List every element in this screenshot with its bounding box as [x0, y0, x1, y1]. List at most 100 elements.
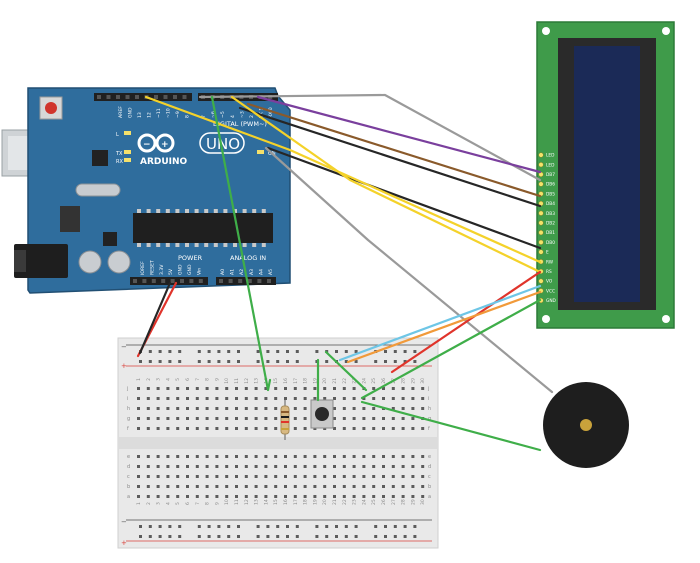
wire-black-db5[interactable] — [238, 106, 542, 208]
terminal-hole — [205, 465, 209, 468]
lcd-pin — [538, 230, 544, 236]
wire-yellow-e[interactable] — [144, 95, 542, 264]
column-number: 25 — [371, 499, 377, 505]
column-number: 2 — [146, 502, 152, 505]
wire-green-lcd-gnd[interactable] — [360, 298, 542, 400]
terminal-hole — [313, 495, 317, 498]
rail-hole — [286, 535, 289, 538]
row-letter: i — [127, 396, 128, 402]
wire-yellow-rs[interactable] — [230, 95, 542, 274]
terminal-hole — [362, 495, 366, 498]
pushbutton-cap[interactable] — [315, 407, 329, 421]
terminal-hole — [137, 387, 140, 390]
wire-brown-db6[interactable] — [246, 102, 542, 198]
terminal-hole — [421, 387, 425, 390]
row-letter: f — [428, 426, 430, 432]
terminal-hole — [156, 387, 160, 390]
terminal-hole — [303, 465, 307, 468]
power-header-label: POWER — [178, 254, 203, 262]
terminal-hole — [225, 407, 229, 410]
rail-hole — [276, 535, 280, 538]
rail-hole — [344, 525, 348, 528]
column-number: 16 — [283, 499, 289, 505]
terminal-hole — [342, 495, 346, 498]
terminal-hole — [195, 455, 199, 458]
terminal-hole — [284, 485, 287, 488]
led-tx-icon — [124, 150, 131, 154]
rail-hole — [413, 350, 417, 353]
terminal-hole — [274, 407, 278, 410]
reset-button-cap[interactable] — [45, 102, 57, 114]
column-number: 1 — [136, 378, 142, 381]
wire-orange-lcd-vcc[interactable] — [346, 290, 542, 364]
column-number: 20 — [322, 499, 328, 505]
rail-hole — [197, 535, 201, 538]
column-number: 23 — [352, 499, 358, 505]
terminal-hole — [391, 387, 395, 390]
terminal-hole — [235, 455, 238, 458]
terminal-hole — [274, 455, 278, 458]
wire-green-button[interactable] — [210, 95, 272, 392]
terminal-hole — [264, 397, 268, 400]
wire-grey-buzzer[interactable] — [264, 146, 554, 394]
chip-pin — [185, 209, 189, 213]
column-number: 9 — [214, 502, 220, 505]
terminal-hole — [323, 495, 327, 498]
lcd-pin-label: DB1 — [546, 230, 555, 236]
arduino-uno-board[interactable]: − + ARDUINO UNO DIGITAL (PWM~) POWER ANA… — [1, 87, 291, 294]
terminal-hole — [342, 417, 346, 420]
terminal-hole — [342, 407, 346, 410]
terminal-hole — [411, 455, 415, 458]
rail-hole — [403, 350, 407, 353]
column-number: 12 — [244, 378, 250, 384]
terminal-hole — [244, 485, 248, 488]
rail-hole — [374, 525, 378, 528]
terminal-hole — [382, 495, 385, 498]
terminal-hole — [176, 417, 180, 420]
terminal-hole — [391, 455, 395, 458]
terminal-hole — [235, 387, 238, 390]
wire-red-lcd-vcc[interactable] — [390, 270, 542, 374]
lcd-screen — [574, 46, 640, 302]
pushbutton[interactable] — [310, 399, 334, 429]
wire-black-gnd[interactable] — [138, 281, 172, 355]
terminal-hole — [342, 387, 346, 390]
wire-green-button-rail[interactable] — [324, 350, 368, 392]
terminal-hole — [225, 475, 229, 478]
rail-hole — [276, 360, 280, 363]
wire-grey-lcd-led[interactable] — [198, 93, 542, 182]
terminal-hole — [225, 427, 229, 430]
chip-pin — [252, 243, 257, 247]
terminal-hole — [186, 387, 189, 390]
chip-pin — [165, 209, 170, 213]
terminal-hole — [284, 495, 287, 498]
header-pin-hole — [257, 279, 262, 283]
rail-hole — [315, 535, 319, 538]
column-number: 21 — [332, 499, 338, 505]
terminal-hole — [352, 407, 356, 410]
chip-pin — [252, 209, 257, 213]
header-pin-hole — [97, 95, 101, 99]
wire-blue-lcd-vo[interactable] — [338, 284, 542, 362]
terminal-hole — [293, 387, 297, 390]
terminal-hole — [195, 465, 199, 468]
rail-hole — [178, 360, 182, 363]
arduino-logo: − + — [137, 133, 175, 153]
wire-green-buzzer[interactable] — [360, 400, 542, 452]
piezo-buzzer[interactable] — [543, 382, 629, 468]
terminal-hole — [205, 397, 209, 400]
terminal-hole — [254, 407, 258, 410]
wire-black-db4[interactable] — [266, 146, 542, 250]
terminal-hole — [352, 465, 356, 468]
digital-header-left — [94, 93, 192, 101]
lcd-pin-label: DB5 — [546, 191, 555, 197]
row-letter: i — [428, 396, 429, 402]
rail-hole — [158, 535, 162, 538]
lcd-pin-label: E — [546, 250, 549, 256]
lcd-16x2-module[interactable]: LEDLEDDB7DB6DB5DB4DB3DB2DB1DB0ERWRSVOVCC… — [536, 21, 675, 329]
chip-pin — [213, 243, 218, 247]
wire-purple-db7[interactable] — [256, 95, 542, 174]
resistor[interactable] — [280, 400, 290, 440]
rail-hole — [266, 350, 270, 353]
